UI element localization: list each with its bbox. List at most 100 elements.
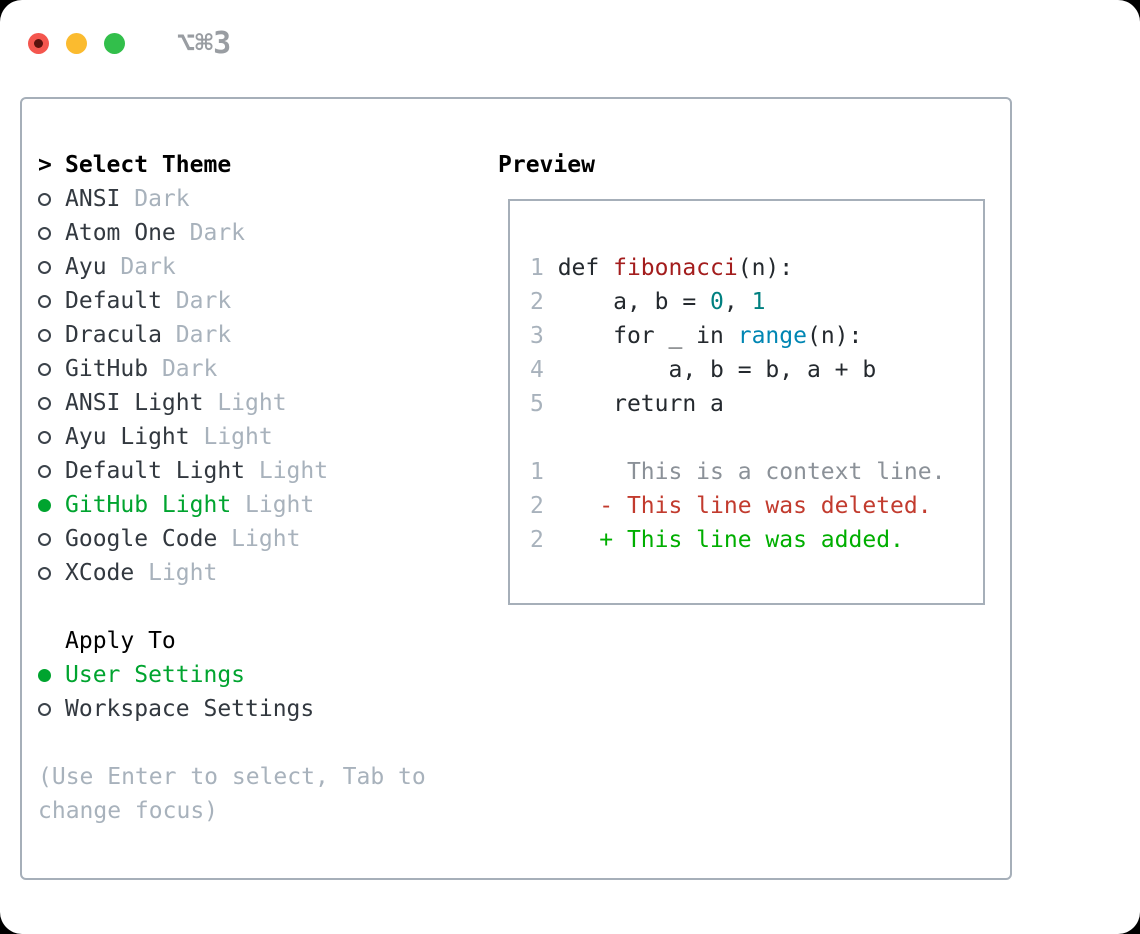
bullet-col [38, 328, 65, 342]
radio-icon [38, 226, 51, 240]
code-token-fg: , [723, 289, 752, 315]
code-token-fg: (n): [737, 255, 794, 281]
radio-icon [38, 566, 51, 580]
theme-variant: Light [245, 458, 329, 484]
bullet-col [38, 668, 65, 682]
code-token-num: 1 [751, 289, 766, 315]
apply-to-header: Apply To [38, 624, 450, 658]
code-token-func: fibonacci [613, 255, 738, 281]
apply-option-label: User Settings [65, 662, 246, 688]
bullet-col [38, 430, 65, 444]
code-token-num: 0 [710, 289, 724, 315]
code-token-fg: def [557, 255, 614, 281]
code-token-fg [558, 493, 600, 519]
radio-icon [38, 396, 51, 410]
bullet-col [38, 566, 65, 580]
radio-icon [38, 260, 51, 274]
select-theme-header: > Select Theme [38, 148, 450, 182]
theme-variant: Light [189, 424, 273, 450]
code-token-ln: 5 [530, 391, 558, 417]
theme-name: Dracula [65, 322, 162, 348]
bullet-col [38, 532, 65, 546]
theme-name: ANSI [65, 186, 121, 212]
minimize-button[interactable] [66, 33, 87, 54]
radio-icon [38, 464, 51, 478]
code-token-ln: 3 [530, 323, 558, 349]
radio-icon [38, 328, 51, 342]
code-token-ln: 1 [530, 459, 558, 485]
apply-to-title: Apply To [65, 628, 176, 654]
bullet-col [38, 362, 65, 376]
theme-name: Ayu [65, 254, 107, 280]
theme-variant: Dark [175, 220, 246, 246]
theme-option-default-light[interactable]: Default Light Light [38, 454, 450, 488]
theme-option-github[interactable]: GitHub Dark [38, 352, 450, 386]
code-token-fg: (n): [806, 323, 863, 349]
theme-name: GitHub Light [65, 492, 232, 518]
code-token-fg [558, 527, 600, 553]
theme-name: Atom One [65, 220, 176, 246]
theme-name: Google Code [65, 526, 218, 552]
theme-option-ansi-light[interactable]: ANSI Light Light [38, 386, 450, 420]
code-line: 5 return a [530, 387, 983, 421]
bullet-col [38, 396, 65, 410]
radio-selected-icon [38, 498, 51, 512]
bullet-col [38, 702, 65, 716]
theme-option-default[interactable]: Default Dark [38, 284, 450, 318]
code-token-fg: return a [557, 391, 724, 417]
theme-option-ansi[interactable]: ANSI Dark [38, 182, 450, 216]
theme-option-atom-one[interactable]: Atom One Dark [38, 216, 450, 250]
code-token-ln: 2 [530, 527, 558, 553]
bullet-col [38, 498, 65, 512]
theme-variant: Dark [106, 254, 176, 280]
theme-name: Default [65, 288, 162, 314]
bullet-col [38, 260, 65, 274]
theme-name: Default Light [65, 458, 246, 484]
radio-icon [38, 532, 51, 546]
theme-variant: Dark [120, 186, 190, 212]
prompt-col: > [38, 152, 65, 178]
theme-option-ayu-light[interactable]: Ayu Light Light [38, 420, 450, 454]
radio-icon [38, 294, 51, 308]
code-line: 2 a, b = 0, 1 [530, 285, 983, 319]
code-line: 2 - This line was deleted. [530, 489, 983, 523]
theme-option-dracula[interactable]: Dracula Dark [38, 318, 450, 352]
code-line [530, 421, 983, 455]
theme-variant: Light [203, 390, 287, 416]
theme-option-xcode[interactable]: XCode Light [38, 556, 450, 590]
theme-option-ayu[interactable]: Ayu Dark [38, 250, 450, 284]
theme-variant: Light [217, 526, 301, 552]
prompt-icon: > [38, 152, 52, 178]
maximize-button[interactable] [104, 33, 125, 54]
theme-variant: Dark [161, 322, 232, 348]
theme-variant: Light [134, 560, 218, 586]
titlebar: ⌥⌘3 [28, 26, 231, 61]
bullet-col [38, 226, 65, 240]
code-token-fg: for _ in [557, 323, 738, 349]
code-token-ln: 4 [530, 357, 558, 383]
theme-name: GitHub [65, 356, 149, 382]
radio-icon [38, 702, 51, 716]
code-token-call: range [737, 323, 807, 349]
theme-option-google-code[interactable]: Google Code Light [38, 522, 450, 556]
theme-variant: Dark [161, 288, 232, 314]
apply-option-workspace-settings[interactable]: Workspace Settings [38, 692, 450, 726]
theme-variant: Dark [148, 356, 218, 382]
code-line: 2 + This line was added. [530, 523, 983, 557]
code-line: 3 for _ in range(n): [530, 319, 983, 353]
theme-option-github-light[interactable]: GitHub Light Light [38, 488, 450, 522]
code-token-ln: 1 [530, 255, 558, 281]
close-button[interactable] [28, 33, 49, 54]
bullet-col [38, 192, 65, 206]
radio-icon [38, 430, 51, 444]
theme-name: XCode [65, 560, 135, 586]
apply-option-user-settings[interactable]: User Settings [38, 658, 450, 692]
bullet-col [38, 464, 65, 478]
